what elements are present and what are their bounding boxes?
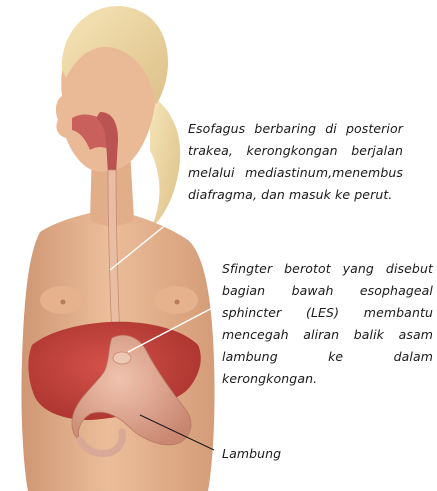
nipple-left <box>61 300 66 305</box>
hair-ponytail <box>150 95 180 230</box>
nipple-right <box>175 300 180 305</box>
les-sphincter <box>113 352 131 364</box>
label-esofagus: Esofagus berbaring di posterior trakea, … <box>188 118 403 206</box>
label-sfingter: Sfingter berotot yang disebut bagian baw… <box>222 258 433 390</box>
label-lambung: Lambung <box>222 443 302 465</box>
